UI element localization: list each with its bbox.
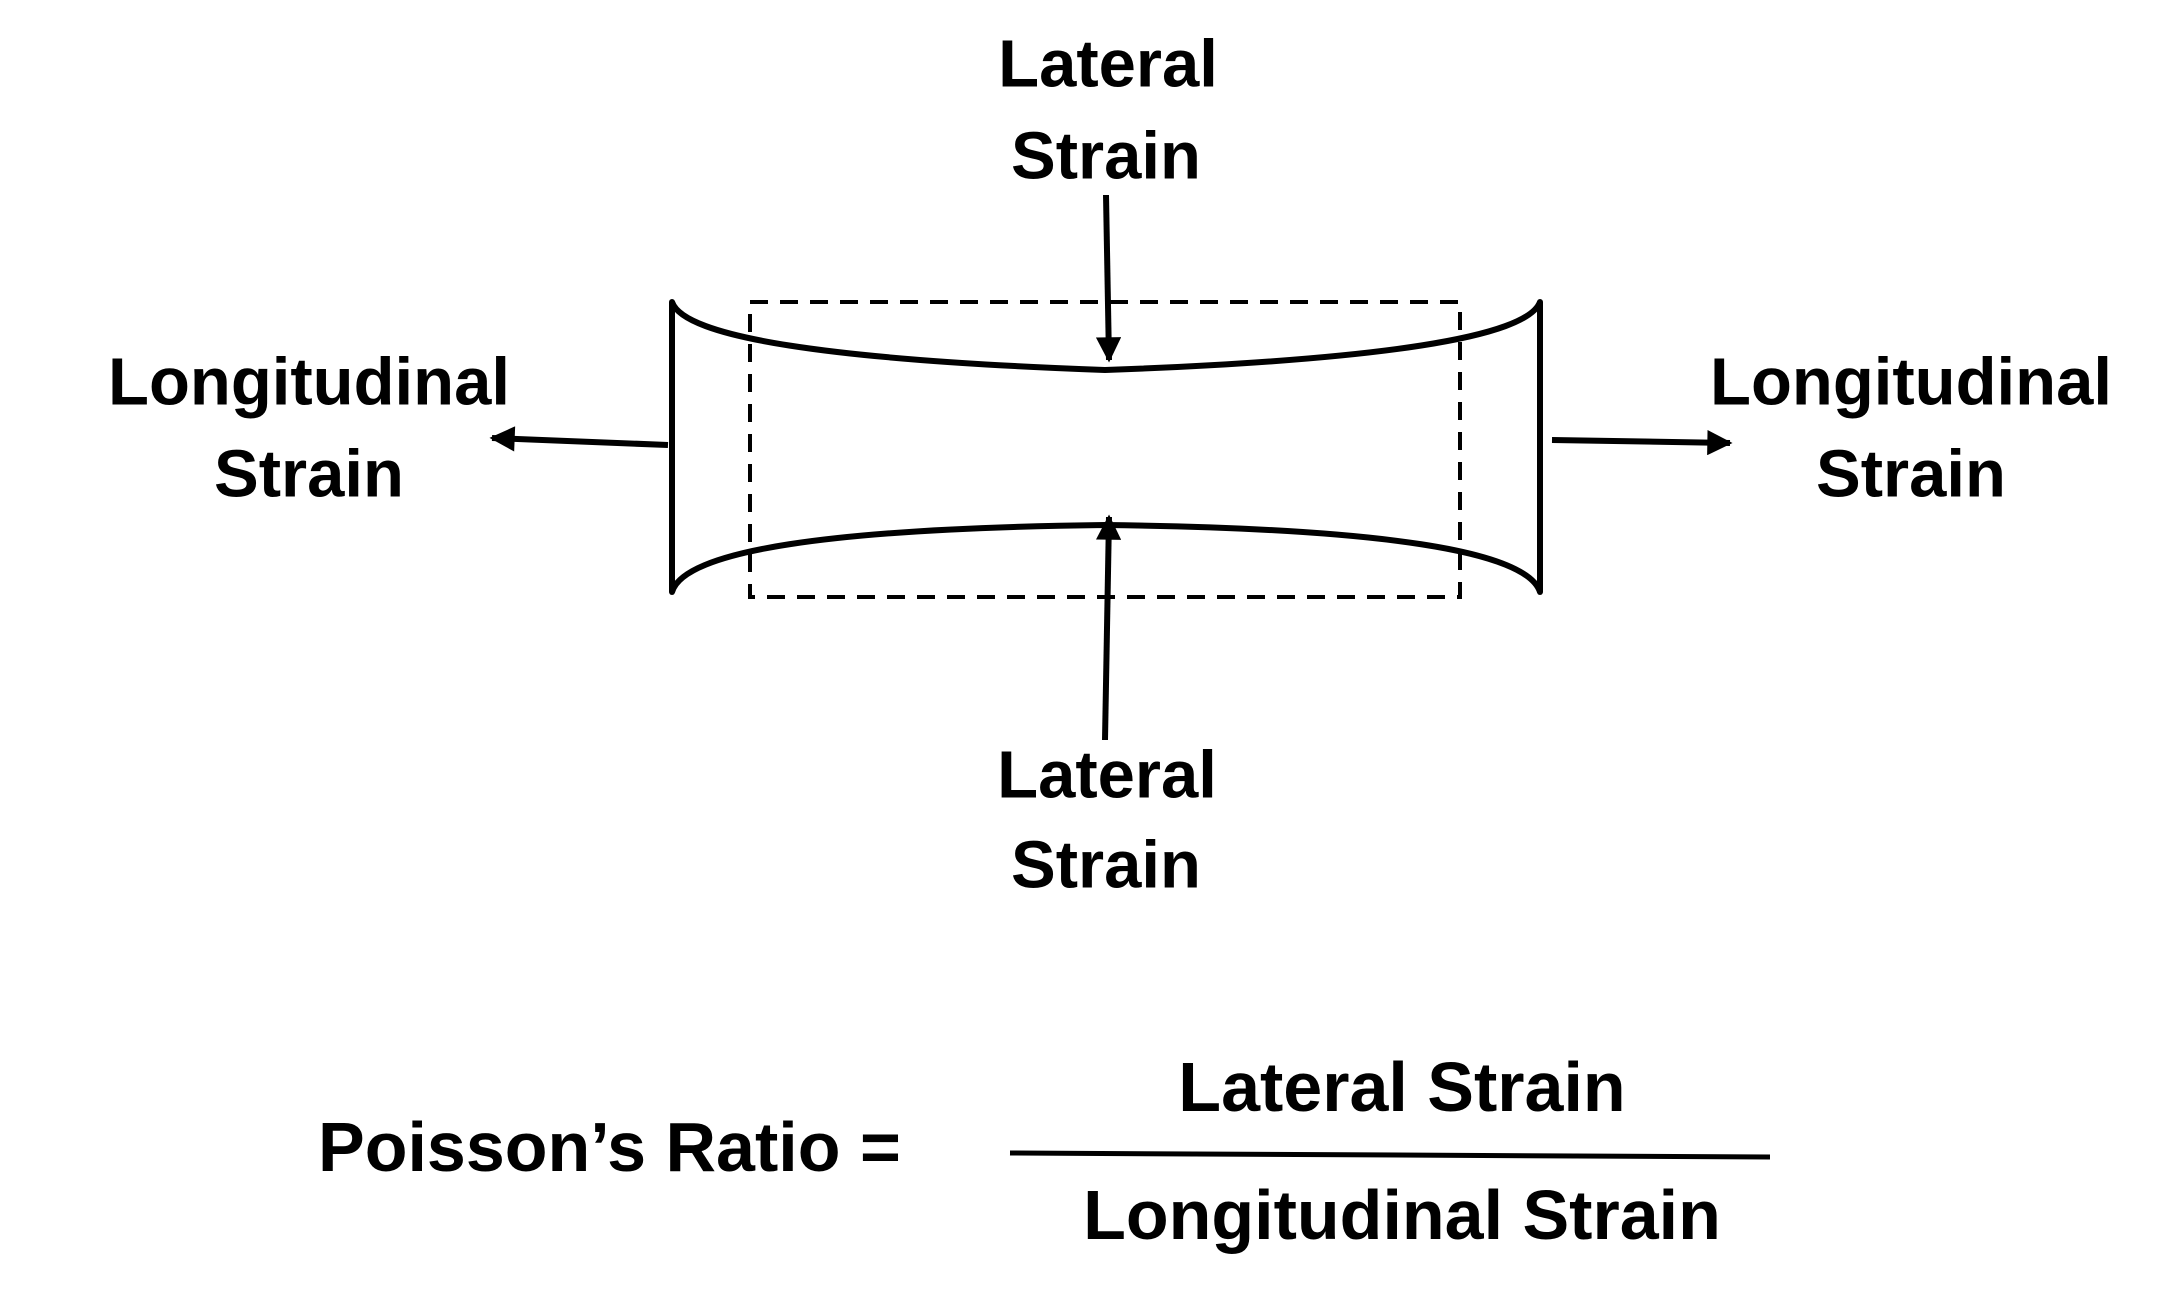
deformed-specimen-top-edge: [669, 300, 1543, 374]
equation-numerator: Lateral Strain: [1178, 1048, 1626, 1126]
equation-denominator: Longitudinal Strain: [1083, 1176, 1721, 1254]
fraction-bar: [1009, 1150, 1771, 1160]
lateral-strain-top-label-line1: Lateral: [998, 26, 1218, 102]
lateral-strain-bottom-label-line1: Lateral: [997, 737, 1217, 813]
longitudinal-strain-left-arrow: [489, 426, 669, 452]
equation-lhs: Poisson’s Ratio =: [318, 1108, 901, 1186]
original-shape-outline: [748, 300, 1462, 599]
lateral-strain-bottom-arrow: [1095, 514, 1122, 741]
longitudinal-strain-right-label-line2: Strain: [1816, 436, 2006, 512]
lateral-strain-top-label-line2: Strain: [1011, 118, 1201, 194]
longitudinal-strain-right-arrow: [1551, 430, 1733, 456]
longitudinal-strain-left-label-line1: Longitudinal: [108, 344, 510, 420]
longitudinal-strain-left-label-line2: Strain: [214, 436, 404, 512]
lateral-strain-bottom-label-line2: Strain: [1011, 827, 1201, 903]
longitudinal-strain-right-label-line1: Longitudinal: [1710, 344, 2112, 420]
lateral-strain-top-arrow: [1095, 194, 1122, 363]
